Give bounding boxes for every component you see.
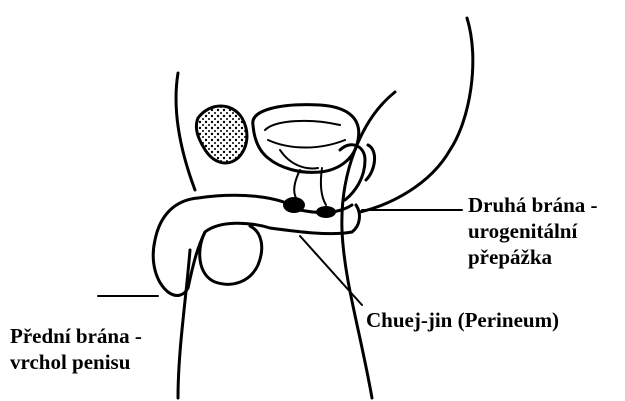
scrotum-outline [200,226,262,284]
label-perineum: Chuej-jin (Perineum) [366,307,559,333]
back-outline [360,18,473,212]
label-front-gate-line2: vrchol penisu [10,349,142,375]
bladder-outline [253,105,359,173]
bladder-inner [265,121,345,169]
label-second-gate-line2: urogenitální [468,218,598,244]
vesicle-right [366,145,375,180]
front-body-outline [176,73,195,190]
front-thigh-outline [178,250,190,398]
label-second-gate-line3: přepážka [468,244,598,270]
prostate-gland [283,197,305,213]
cowper-gland [316,206,336,218]
pubic-bone [196,106,247,163]
label-second-gate: Druhá brána - urogenitální přepážka [468,192,598,270]
label-front-gate: Přední brána - vrchol penisu [10,323,142,375]
pointer-perineum [300,236,362,305]
leg-outline [342,92,395,398]
label-front-gate-line1: Přední brána - [10,323,142,349]
label-second-gate-line1: Druhá brána - [468,192,598,218]
penis-outline [153,198,198,295]
